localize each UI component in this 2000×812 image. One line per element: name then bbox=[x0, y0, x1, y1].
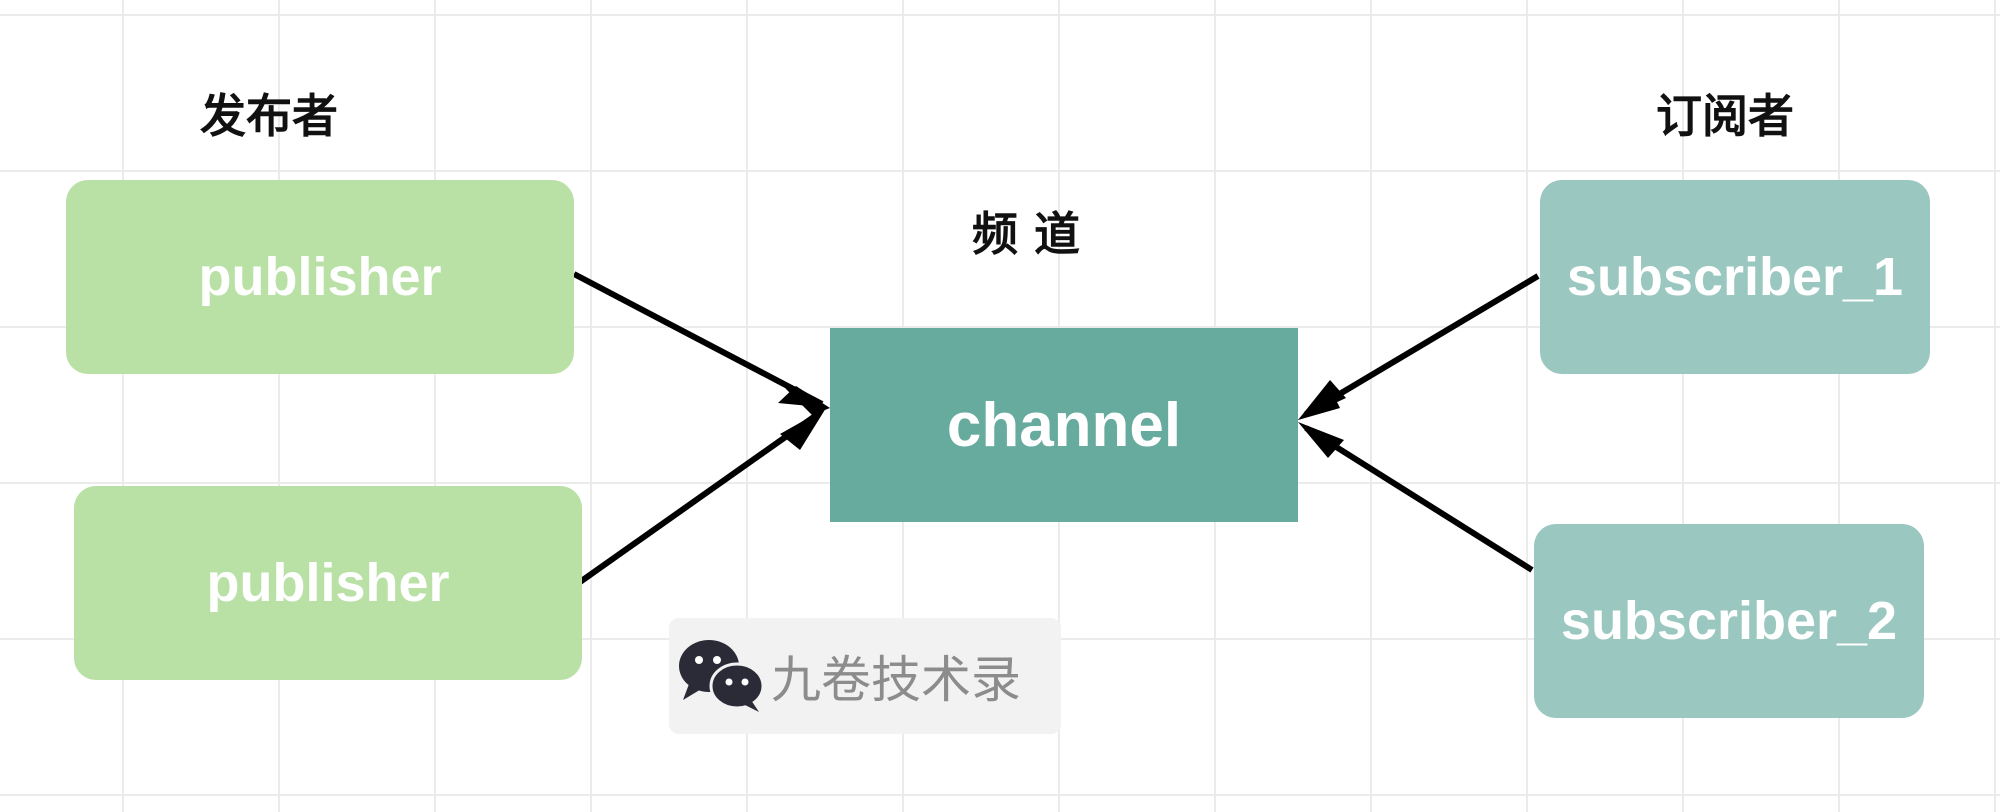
arrow-subscriber-2-to-channel bbox=[1298, 422, 1534, 573]
subscriber-1-node: subscriber_1 bbox=[1540, 180, 1930, 374]
publisher-1-label: publisher bbox=[198, 247, 442, 307]
publisher-2-node: publisher bbox=[74, 486, 582, 680]
channel-label: 频 道 bbox=[972, 207, 1081, 261]
watermark: 九卷技术录 bbox=[669, 618, 1061, 734]
arrow-subscriber-1-to-channel bbox=[1298, 273, 1540, 420]
channel-node-label: channel bbox=[946, 390, 1182, 460]
arrow-publisher-2-to-channel bbox=[578, 408, 826, 585]
publisher-1-node: publisher bbox=[66, 180, 574, 374]
publisher-group-label: 发布者 bbox=[200, 89, 338, 143]
arrow-publisher-1-to-channel bbox=[572, 271, 830, 415]
channel-node: channel bbox=[830, 328, 1298, 522]
watermark-text: 九卷技术录 bbox=[771, 651, 1021, 709]
subscriber-2-node: subscriber_2 bbox=[1534, 524, 1924, 718]
publisher-2-label: publisher bbox=[206, 553, 450, 613]
wechat-icon bbox=[675, 634, 767, 719]
subscriber-1-label: subscriber_1 bbox=[1566, 247, 1904, 307]
subscriber-group-label: 订阅者 bbox=[1656, 89, 1794, 143]
subscriber-2-label: subscriber_2 bbox=[1560, 591, 1898, 651]
